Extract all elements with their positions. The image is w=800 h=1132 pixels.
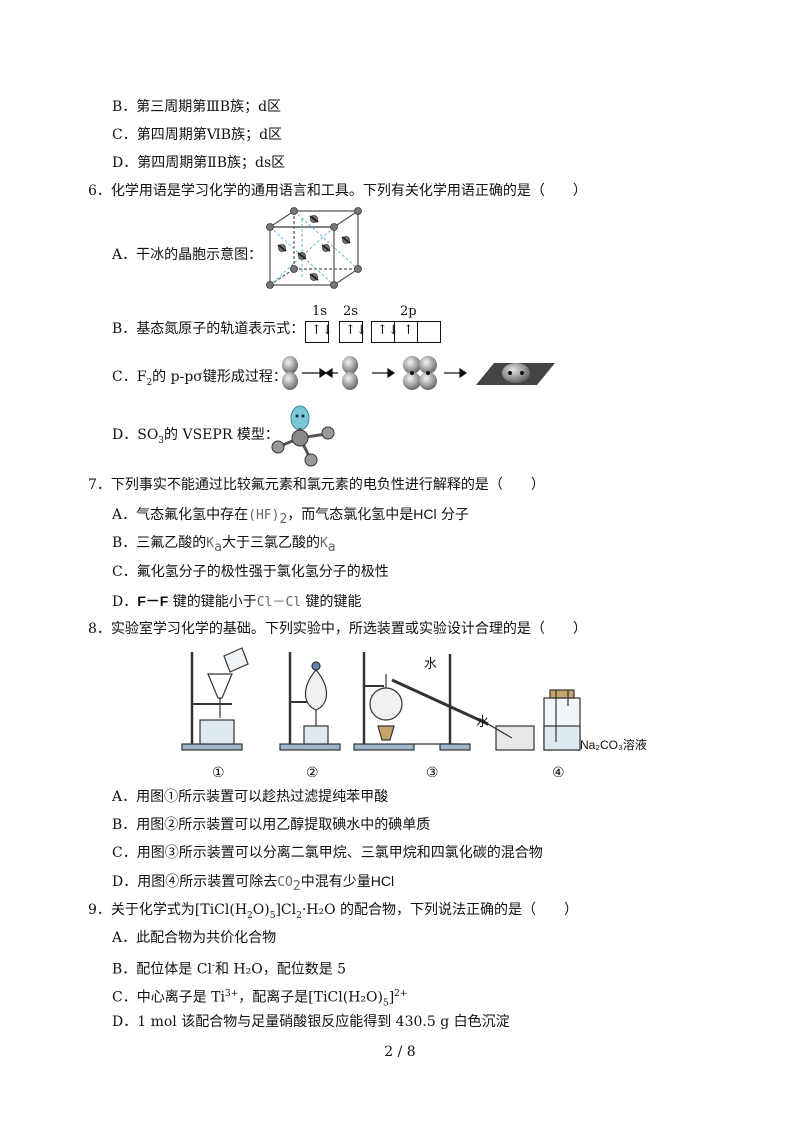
orbital-box-2s: ↑↓ (339, 321, 367, 343)
q6-c-sub: 2 (146, 377, 153, 388)
q6-option-a: A．干冰的晶胞示意图： (112, 247, 263, 263)
q9-c-sub: 5 (382, 998, 389, 1009)
f-f-bond: F－F (137, 593, 169, 609)
lab-apparatus-figure (181, 647, 581, 751)
q7-d-prefix: D． (112, 594, 138, 610)
ka-sub-1: a (214, 539, 222, 555)
q7-d-middle: 键的键能小于 (168, 594, 257, 610)
ka-sub-2: a (327, 539, 336, 555)
apparatus-label-3: ③ (426, 765, 439, 781)
so3-vsepr-figure (271, 405, 335, 467)
page-number: 2 / 8 (384, 1044, 416, 1060)
apparatus-label-4: ④ (552, 765, 565, 781)
q7-option-a: A．气态氟化氢中存在(HF)2，而气态氯化氢中是HCl 分子 (112, 505, 469, 529)
q6-option-d: D．SO3的 VSEPR 模型： (112, 426, 279, 450)
apparatus-label-1: ① (212, 765, 225, 781)
q9-c-bracket: ] (388, 989, 395, 1006)
q7-d-suffix: 键的键能 (301, 594, 362, 610)
q8-option-c: C．用图③所示装置可以分离二氯甲烷、三氯甲烷和四氯化碳的混合物 (112, 845, 543, 861)
q9-option-b: B．配位体是 Cl-和 H₂O，配位数是 5 (112, 957, 346, 979)
q7-a-middle: ，而气态氯化氢中是 (287, 507, 414, 523)
q9-stem-suffix: ·H₂O 的配合物，下列说法正确的是（ ） (301, 902, 579, 918)
hcl-formula: HCl (413, 506, 437, 522)
co2-sub: 2 (292, 878, 301, 894)
q8-option-a: A．用图①所示装置可以趁热过滤提纯苯甲酸 (112, 789, 389, 805)
q7-option-d: D．F－F 键的键能小于Cl－Cl 键的键能 (112, 592, 362, 612)
q9-c-middle: ，配离子是[TiCl(H₂O) (238, 989, 383, 1006)
q7-b-prefix: B．三氟乙酸的 (112, 535, 207, 551)
orbital-label-1s: 1s (312, 304, 327, 319)
q8-d-prefix: D．用图④所示装置可除去 (112, 874, 278, 890)
co2-formula: CO (277, 875, 293, 890)
q6-d-prefix: D．SO (112, 427, 159, 443)
q6-option-c: C．F2的 p-pσ键形成过程： (112, 368, 287, 392)
orbital-box-2p-2: ↑ (394, 321, 418, 343)
q5-option-d: D．第四周期第ⅡB族；ds区 (112, 155, 286, 171)
cooling-water-in-label: 水 (476, 715, 490, 730)
q7-a-prefix: A．气态氟化氢中存在 (112, 507, 249, 523)
q9-b-prefix: B．配位体是 Cl (112, 961, 212, 978)
ka-symbol-1: K (206, 536, 215, 551)
cl-cl-bond: Cl－Cl (256, 595, 302, 610)
q9-c-prefix: C．中心离子是 Ti (112, 989, 225, 1006)
q6-c-prefix: C．F (112, 369, 147, 385)
orbital-box-2p-1: ↑↓ (371, 321, 399, 343)
cooling-water-out-label: 水 (424, 657, 438, 672)
q9-option-d: D．1 mol 该配合物与足量硝酸银反应能得到 430.5 g 白色沉淀 (112, 1014, 510, 1030)
hf-dimer-formula: (HF) (248, 508, 280, 523)
q8-d-middle: 中混有少量 (300, 874, 371, 890)
orbital-box-2p-3 (417, 321, 441, 343)
q9-option-a: A．此配合物为共价化合物 (112, 930, 277, 946)
q9-option-c: C．中心离子是 Ti3+，配离子是[TiCl(H₂O)5]2+ (112, 985, 407, 1012)
q9-b-suffix: 和 H₂O，配位数是 5 (214, 961, 347, 978)
na2co3-solution-label: Na₂CO₃溶液 (580, 738, 647, 752)
q9-stem-sub2: 2 (296, 910, 302, 921)
orbital-label-2s: 2s (343, 304, 358, 319)
q7-a-suffix: 分子 (436, 507, 470, 523)
p-p-sigma-bond-figure (282, 356, 555, 390)
q6-option-b: B．基态氮原子的轨道表示式： (112, 321, 305, 337)
q9-c-sup: 3+ (224, 989, 239, 999)
q6-stem: 6．化学用语是学习化学的通用语言和工具。下列有关化学用语正确的是（ ） (88, 183, 587, 199)
q7-stem: 7．下列事实不能通过比较氟元素和氯元素的电负性进行解释的是（ ） (88, 477, 545, 493)
q8-option-b: B．用图②所示装置可以用乙醇提取碘水中的碘单质 (112, 817, 431, 833)
q9-c-sup2: 2+ (394, 989, 408, 999)
apparatus-label-2: ② (306, 765, 319, 781)
q9-stem-sub5: 5 (269, 910, 276, 921)
q7-option-b: B．三氟乙酸的Ka大于三氯乙酸的Ka (112, 534, 336, 557)
q7-b-middle: 大于三氯乙酸的 (221, 535, 320, 551)
ka-symbol-2: K (319, 536, 328, 551)
q8-stem: 8．实验室学习化学的基础。下列实验中，所选装置或实验设计合理的是（ ） (88, 621, 587, 637)
q8-hcl-formula: HCl (370, 873, 395, 889)
q8-option-d: D．用图④所示装置可除去CO2中混有少量HCl (112, 872, 394, 896)
q6-d-suffix: 的 VSEPR 模型： (164, 427, 279, 443)
q9-stem: 9．关于化学式为[TiCl(H2O)5]Cl2·H₂O 的配合物，下列说法正确的… (88, 901, 578, 925)
q6-d-sub: 3 (158, 435, 165, 446)
q9-b-sup: - (211, 961, 215, 971)
orbital-label-2p: 2p (400, 304, 417, 319)
q5-option-c: C．第四周期第ⅥB族；d区 (112, 127, 283, 143)
hf-dimer-sub: 2 (279, 511, 288, 527)
q5-option-b: B．第三周期第ⅢB族；d区 (112, 99, 282, 115)
q9-stem-sub-h2: 2 (247, 910, 253, 921)
q6-c-suffix: 的 p-pσ键形成过程： (152, 369, 287, 385)
q9-stem-prefix: 9．关于化学式为[TiCl(H (88, 902, 248, 918)
q9-stem-mid2: ]Cl (275, 902, 297, 918)
q9-stem-mid: O) (252, 902, 270, 918)
dry-ice-unit-cell-figure (266, 207, 362, 289)
orbital-box-1s: ↑↓ (305, 321, 333, 343)
q7-option-c: C．氟化氢分子的极性强于氯化氢分子的极性 (112, 564, 389, 580)
